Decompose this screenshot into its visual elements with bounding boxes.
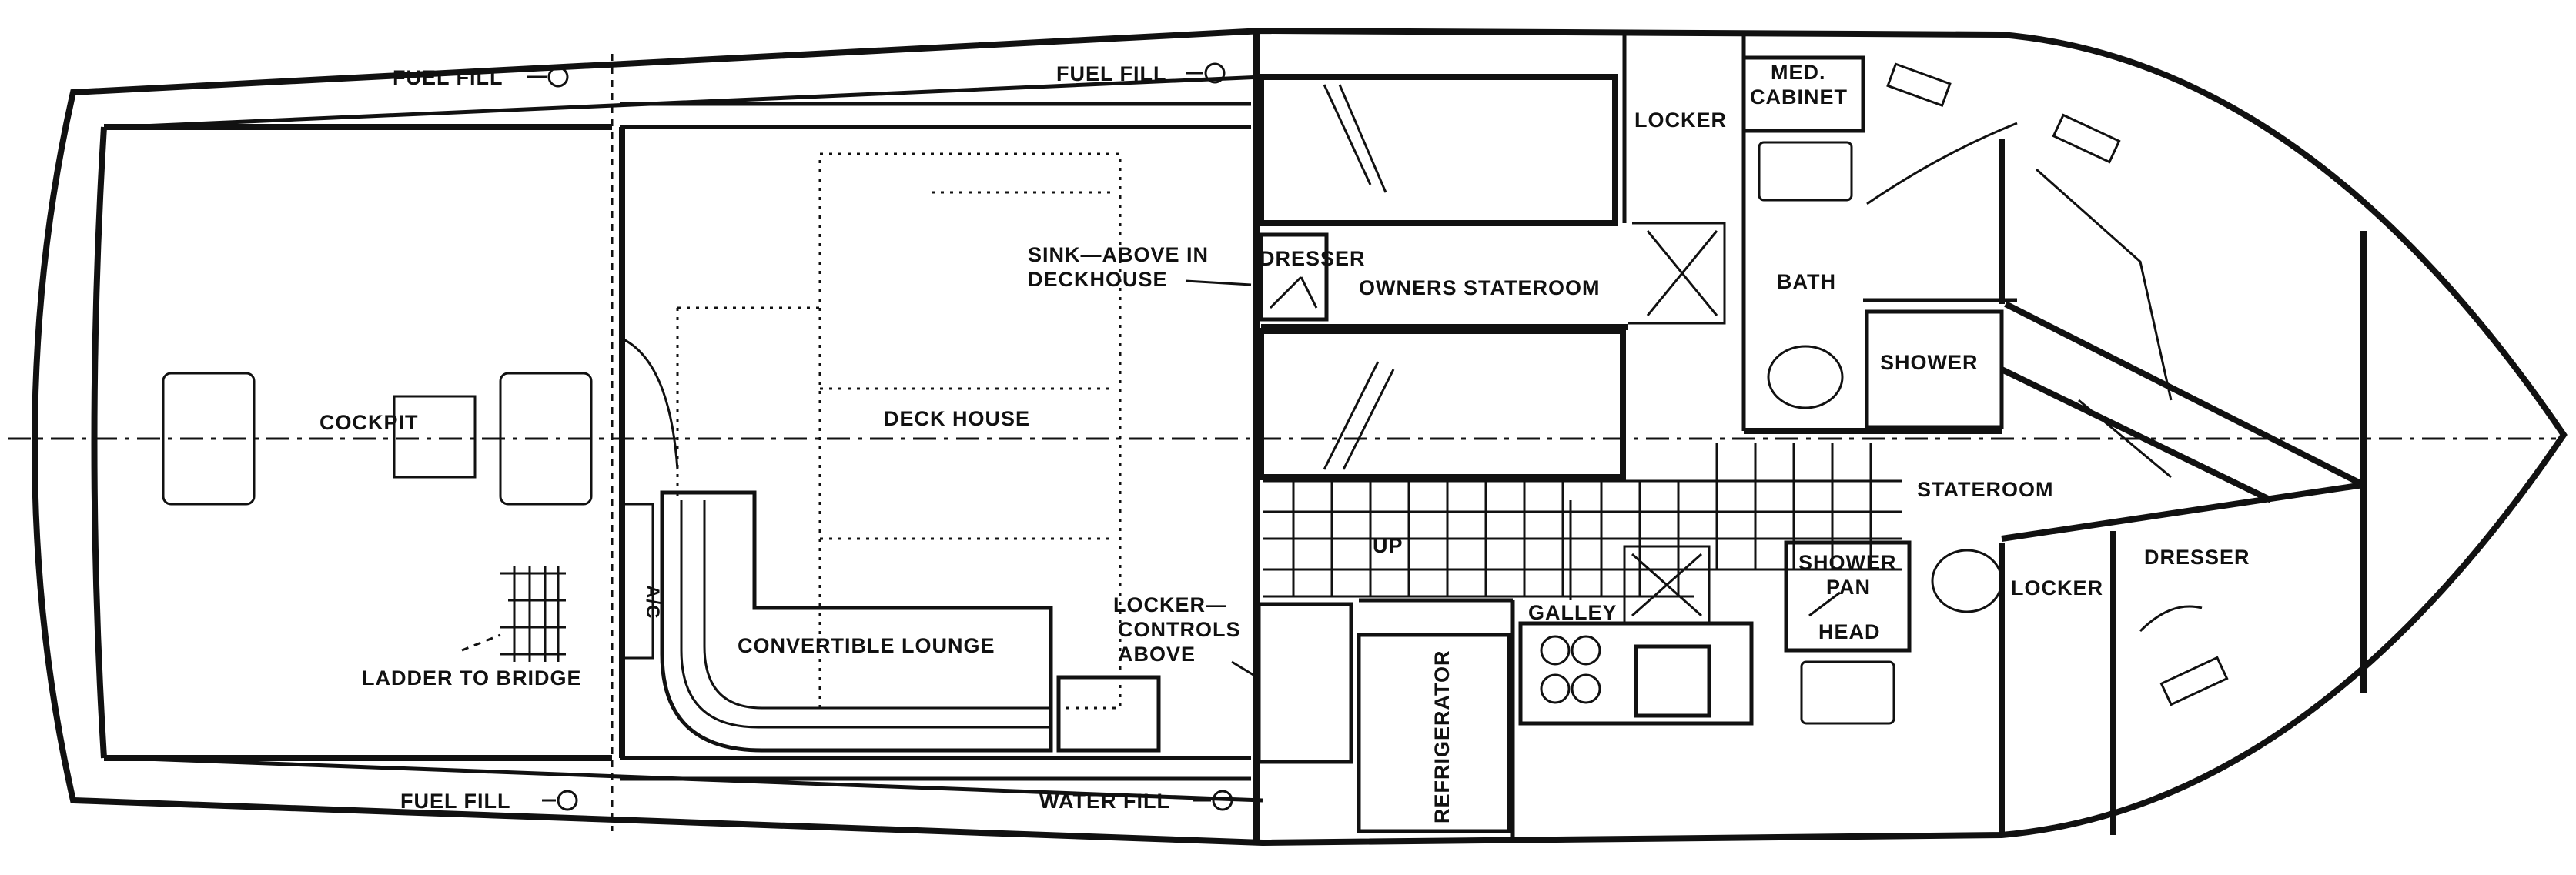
label-convertible-lounge: CONVERTIBLE LOUNGE [738, 634, 995, 657]
hull-outline [8, 27, 2568, 847]
label-head: HEAD [1818, 620, 1881, 643]
label-water-fill: WATER FILL [1039, 790, 1170, 813]
label-deck-house: DECK HOUSE [884, 407, 1030, 430]
galley-area [1256, 443, 1902, 839]
med-cabinet [1741, 55, 1865, 133]
fuel-fill-bottom-left-icon [557, 790, 578, 811]
locker-small [1056, 675, 1161, 753]
toilet-icon [1767, 345, 1844, 409]
label-med-cabinet-line2: CABINET [1750, 85, 1848, 109]
room-labels: FUEL FILL FUEL FILL FUEL FILL WATER FILL… [319, 61, 2250, 823]
locker-controls [1256, 602, 1353, 764]
label-galley: GALLEY [1528, 601, 1618, 624]
label-locker-controls-line2: CONTROLS [1118, 618, 1241, 641]
label-sink-above-line1: SINK—ABOVE IN [1028, 243, 1209, 266]
floor-grid [1263, 443, 1902, 598]
label-locker-top: LOCKER [1634, 109, 1727, 132]
head-toilet-icon [1931, 549, 2003, 613]
label-shower-pan-line1: SHOWER [1798, 551, 1897, 574]
cockpit-area [162, 54, 614, 831]
cockpit-seat-left [162, 372, 256, 506]
label-shower: SHOWER [1880, 351, 1979, 374]
water-fill-icon [1212, 790, 1233, 811]
deck-house-area [619, 102, 1251, 781]
label-stateroom: STATEROOM [1917, 478, 2054, 501]
cockpit-seat-right [499, 372, 593, 506]
bath-sink-icon [1758, 141, 1853, 202]
ac-unit [622, 503, 654, 660]
stove-burner-icon [1571, 673, 1601, 704]
galley-sink-icon [1634, 644, 1711, 718]
label-ladder-to-bridge: LADDER TO BRIDGE [362, 666, 582, 690]
label-ac: A/C [642, 585, 663, 619]
label-med-cabinet-line1: MED. [1771, 61, 1826, 84]
label-shower-pan-line2: PAN [1826, 576, 1871, 599]
forward-area [1784, 62, 2367, 835]
stove-burner-icon [1540, 673, 1571, 704]
label-cockpit: COCKPIT [319, 411, 419, 434]
label-fuel-fill-top-center: FUEL FILL [1056, 62, 1167, 85]
label-fuel-fill-bottom-left: FUEL FILL [400, 790, 511, 813]
galley-cabinet [1623, 545, 1711, 625]
berth-lower [1258, 328, 1626, 480]
label-locker-controls-line3: ABOVE [1118, 643, 1196, 666]
label-fuel-fill-top-left: FUEL FILL [393, 66, 503, 89]
label-dresser-owners: DRESSER [1260, 247, 1366, 270]
head-sink-icon [1800, 660, 1895, 725]
owners-stateroom-area [1253, 31, 1865, 843]
fill-connectors [527, 62, 1233, 811]
label-locker-bottom: LOCKER [2011, 576, 2103, 599]
label-locker-controls-line1: LOCKER— [1113, 593, 1227, 616]
convertible-lounge-outline [660, 490, 1053, 753]
refrigerator-unit [1357, 633, 1511, 833]
label-sink-above-line2: DECKHOUSE [1028, 268, 1168, 291]
label-owners-stateroom: OWNERS STATEROOM [1359, 276, 1601, 299]
cockpit-hatch [393, 395, 477, 479]
berth-upper [1258, 74, 1618, 226]
label-refrigerator: REFRIGERATOR [1430, 650, 1454, 823]
label-bath: BATH [1777, 270, 1836, 293]
label-dresser-bow: DRESSER [2144, 546, 2250, 569]
ladder-icon [461, 566, 566, 662]
fuel-fill-top-left-icon [547, 66, 569, 88]
stove-burner-icon [1540, 635, 1571, 666]
leader-lines [1185, 279, 1841, 679]
stove-burner-icon [1571, 635, 1601, 666]
dresser-owners [1259, 232, 1329, 322]
shower-pan [1784, 540, 1912, 653]
label-up: UP [1373, 534, 1403, 557]
fuel-fill-top-center-icon [1204, 62, 1226, 84]
